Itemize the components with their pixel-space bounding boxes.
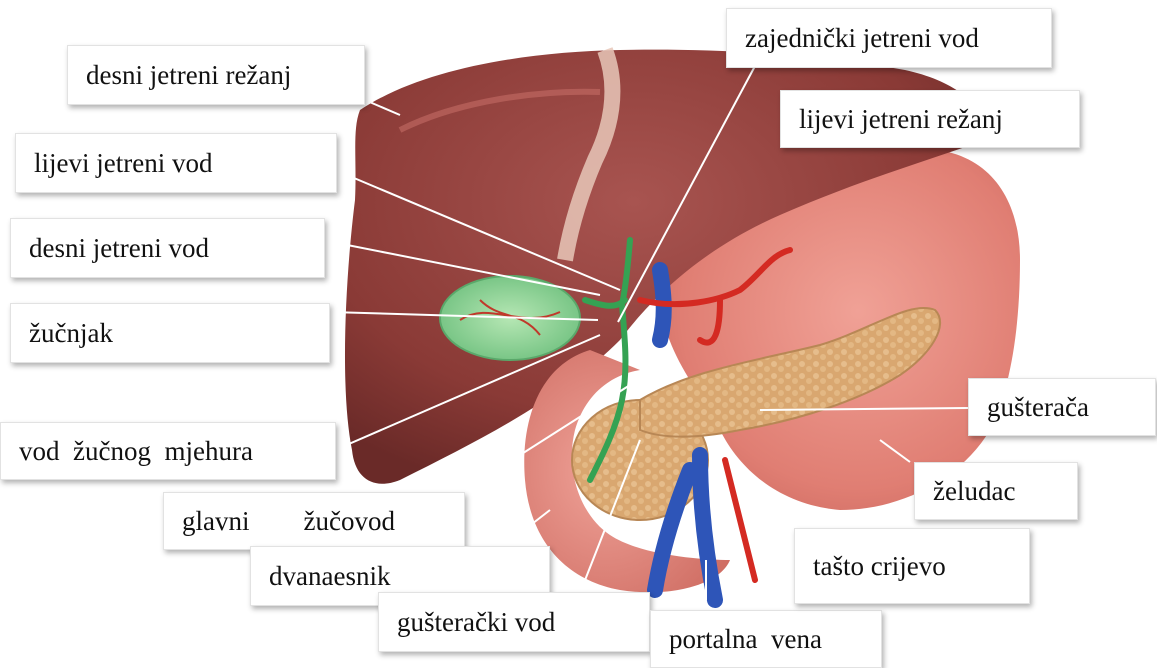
label-desni-jetreni-vod: desni jetreni vod: [10, 218, 325, 278]
label-tasto-crijevo: tašto crijevo: [794, 528, 1030, 604]
label-zucnjak: žučnjak: [10, 303, 330, 363]
label-portalna-vena: portalna vena: [650, 610, 882, 668]
label-glavni-zucovod: glavni žučovod: [163, 492, 465, 550]
label-gusteracni-vod: gušterački vod: [378, 592, 650, 652]
label-desni-jetreni-rezanj: desni jetreni režanj: [67, 45, 365, 105]
label-zeludac: želudac: [914, 462, 1078, 520]
label-gusteraca: gušterača: [968, 378, 1156, 436]
label-vod-zucnog-mjehura: vod žučnog mjehura: [0, 422, 336, 480]
label-zajednicki-jetreni-vod: zajednički jetreni vod: [726, 8, 1052, 68]
label-lijevi-jetreni-rezanj: lijevi jetreni režanj: [780, 90, 1080, 148]
label-lijevi-jetreni-vod: lijevi jetreni vod: [15, 133, 337, 193]
